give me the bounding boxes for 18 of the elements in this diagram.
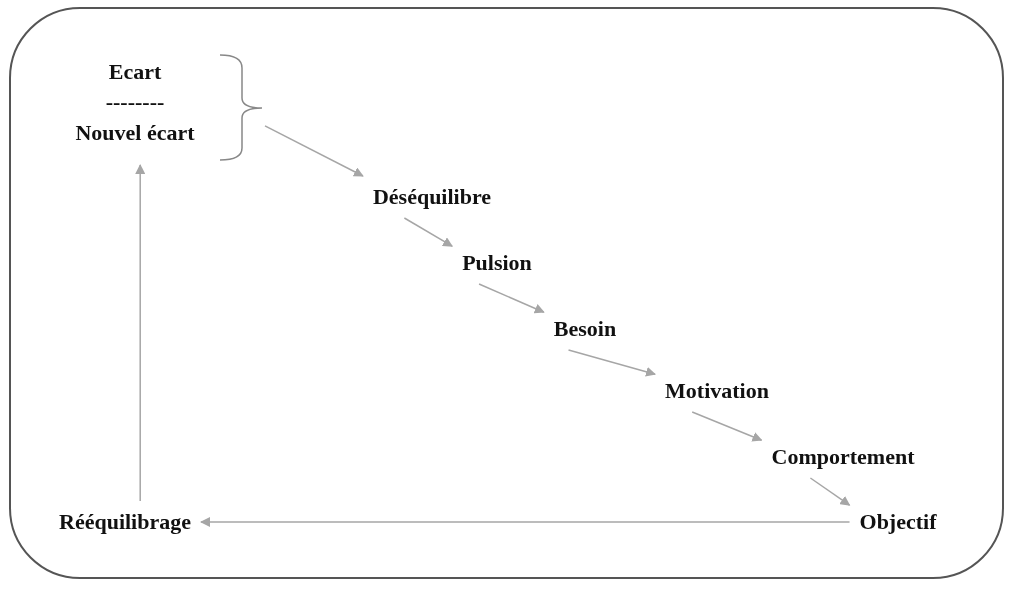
arrow (264, 125, 364, 177)
step-label: Besoin (543, 308, 627, 350)
step-label: Déséquilibre (362, 176, 502, 218)
dashed-separator: -------- (104, 89, 166, 115)
arrow (691, 411, 763, 442)
arrow (403, 217, 453, 247)
arrow (478, 283, 545, 314)
step-label: Motivation (655, 370, 779, 412)
step-label: Objectif (849, 501, 947, 543)
step-label: Comportement (761, 436, 925, 478)
step-label: Rééquilibrage (49, 501, 201, 543)
node-label: Nouvel écart (74, 120, 196, 146)
arrow (200, 517, 851, 527)
step-label: Pulsion (452, 242, 542, 284)
arrow (809, 477, 851, 506)
arrow (567, 349, 656, 377)
arrow (135, 164, 146, 502)
node-label: Ecart (107, 59, 163, 85)
